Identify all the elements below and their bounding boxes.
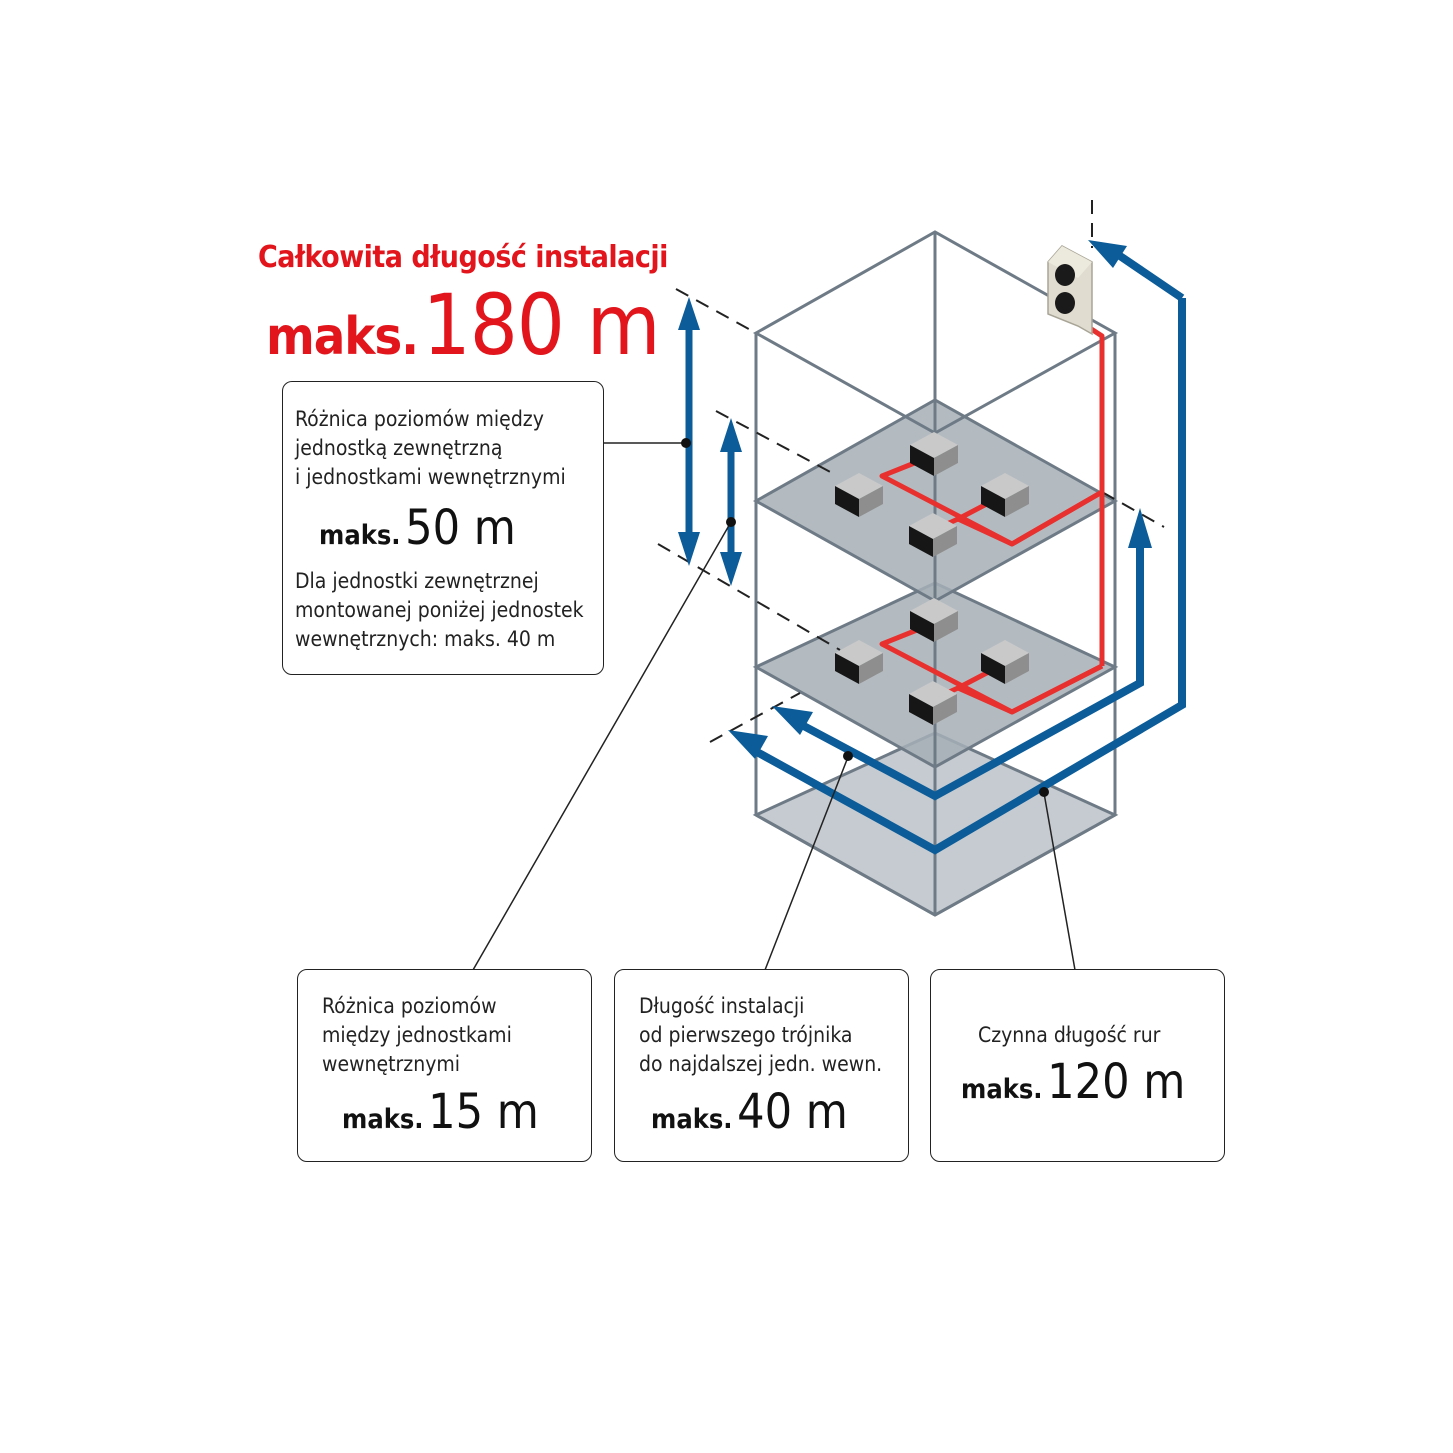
indoor-unit (909, 513, 957, 557)
callout-line: wewnętrznymi (322, 1052, 461, 1076)
max-number: 50 m (405, 500, 516, 556)
outdoor-unit (1047, 245, 1093, 336)
callout-line: Różnica poziomów (322, 994, 497, 1018)
max-number: 15 m (428, 1084, 539, 1140)
indoor-units (835, 432, 1029, 725)
callout-line: i jednostkami wewnętrznymi (295, 465, 566, 489)
callout-line: Czynna długość rur (978, 1023, 1161, 1047)
max-number: 40 m (737, 1084, 848, 1140)
indoor-unit (835, 640, 883, 684)
indoor-unit (910, 598, 958, 642)
callout-line: od pierwszego trójnika (639, 1023, 853, 1047)
indoor-unit (981, 640, 1029, 684)
leader-lines (472, 442, 1076, 971)
total-length-number: 180 m (422, 276, 661, 374)
total-length-prefix: maks. (266, 307, 419, 367)
indoor-unit (835, 473, 883, 517)
max-number: 120 m (1047, 1054, 1186, 1110)
callout-line: Różnica poziomów między (295, 407, 544, 431)
callout-note-line: wewnętrznych: maks. 40 m (295, 627, 556, 651)
callout-line: jednostką zewnętrzną (295, 436, 503, 460)
pipe-run-arrowheads (728, 240, 1152, 759)
total-length-value: maks. 180 m (266, 276, 661, 374)
callout-note-line: Dla jednostki zewnętrznej (295, 569, 539, 593)
callout-outdoor-indoor-diff: Różnica poziomów między jednostką zewnęt… (282, 381, 604, 675)
building-frame (752, 230, 1119, 917)
callout-note-line: montowanej poniżej jednostek (295, 598, 584, 622)
callout-indoor-diff: Różnica poziomów między jednostkami wewn… (297, 969, 592, 1162)
max-prefix: maks. (319, 520, 401, 551)
leader-dots (681, 438, 1049, 797)
callout-max-value: maks. 40 m (651, 1084, 848, 1140)
max-prefix: maks. (651, 1104, 733, 1135)
callout-max-value: maks. 15 m (342, 1084, 539, 1140)
pipe-run-arrows (755, 252, 1186, 855)
max-prefix: maks. (961, 1074, 1043, 1105)
max-prefix: maks. (342, 1104, 424, 1135)
height-dimension-arrows (678, 297, 742, 586)
callout-max-value: maks. 120 m (961, 1054, 1185, 1110)
indoor-unit (981, 473, 1029, 517)
indoor-unit (909, 681, 957, 725)
indoor-unit (910, 432, 958, 476)
callout-actual-pipe-length: Czynna długość rur maks. 120 m (930, 969, 1225, 1162)
callout-first-branch-length: Długość instalacji od pierwszego trójnik… (614, 969, 909, 1162)
callout-max-value: maks. 50 m (319, 500, 516, 556)
callout-line: do najdalszej jedn. wewn. (639, 1052, 883, 1076)
callout-line: Długość instalacji (639, 994, 805, 1018)
callout-line: między jednostkami (322, 1023, 512, 1047)
total-length-headline: Całkowita długość instalacji (258, 240, 668, 275)
